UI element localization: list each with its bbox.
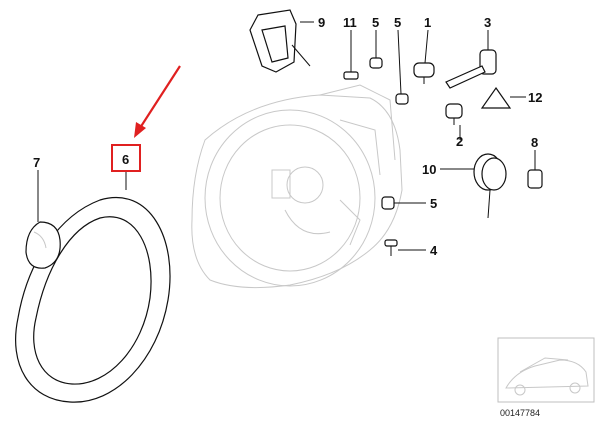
screw-part-4[interactable] (384, 239, 398, 256)
callout-4: 4 (430, 243, 438, 258)
bolt-part-11[interactable] (343, 64, 359, 80)
bulb-part-2[interactable] (445, 103, 463, 125)
lens-part-7[interactable] (25, 221, 61, 269)
callout-11: 11 (343, 15, 357, 30)
highlight-box (111, 144, 141, 172)
clip-part-5b[interactable] (395, 93, 409, 105)
label-part-12[interactable] (480, 86, 512, 109)
headlight-housing (191, 84, 403, 289)
car-thumbnail: 00147784 (497, 337, 595, 418)
bulb-part-3[interactable] (445, 49, 497, 89)
callout-1: 1 (424, 15, 431, 30)
callout-9: 9 (318, 15, 325, 30)
callout-5-lower: 5 (430, 196, 437, 211)
callout-5-upper-a: 5 (372, 15, 379, 30)
callout-labels: 9 11 5 5 1 3 12 2 8 10 5 4 7 6 (33, 15, 542, 258)
clip-part-5c[interactable] (381, 196, 395, 210)
bulb-part-1[interactable] (413, 62, 435, 84)
cover-cap-part-9[interactable] (249, 9, 311, 73)
leader-lines (37, 21, 536, 251)
arrow-head-icon (134, 122, 146, 138)
highlight-arrow (139, 65, 181, 129)
lamp-socket-part-10[interactable] (473, 153, 507, 219)
callout-2: 2 (456, 134, 463, 149)
clip-part-8[interactable] (527, 169, 543, 189)
callout-6: 6 (122, 152, 129, 167)
highlight-annotation (111, 65, 181, 172)
callout-7: 7 (33, 155, 40, 170)
clip-part-5a[interactable] (369, 57, 383, 69)
callout-5-upper-b: 5 (394, 15, 401, 30)
callout-3: 3 (484, 15, 491, 30)
callout-10: 10 (422, 162, 436, 177)
callout-8: 8 (531, 135, 538, 150)
callout-12: 12 (528, 90, 542, 105)
thumbnail-code: 00147784 (500, 408, 540, 418)
